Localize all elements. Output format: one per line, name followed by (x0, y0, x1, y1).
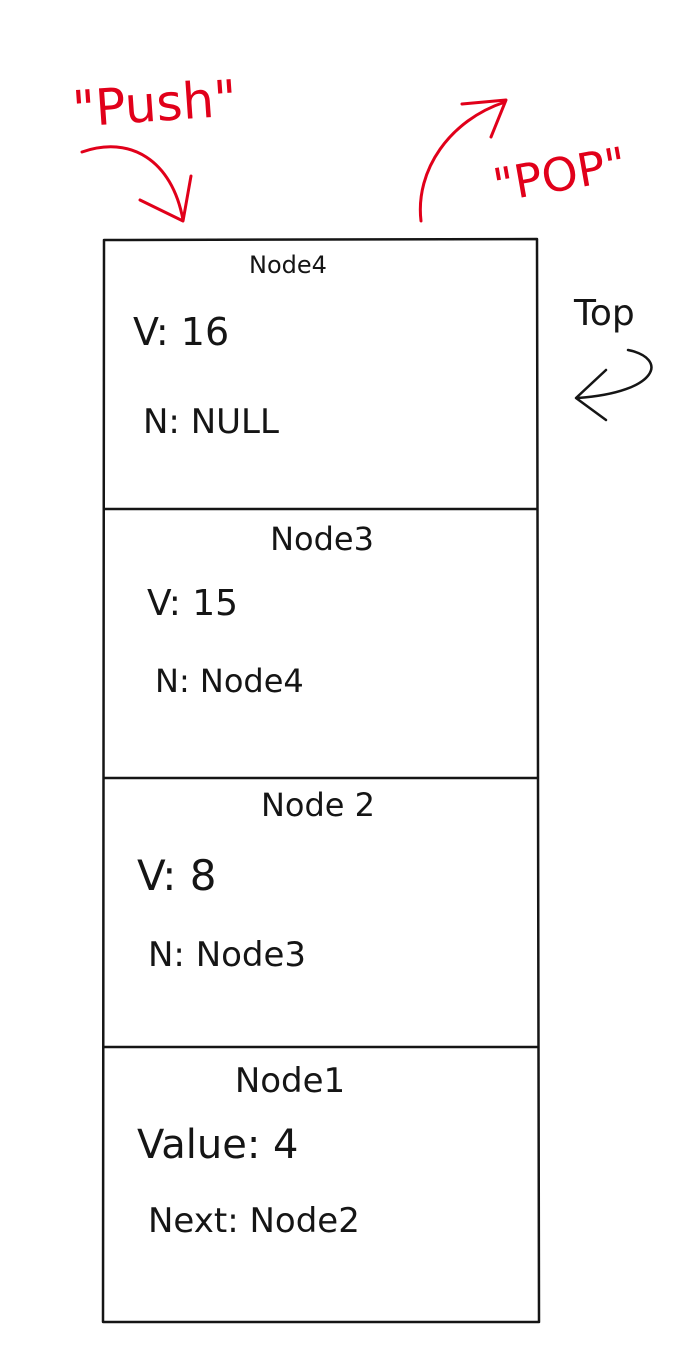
node-box-node1: Node1 Value: 4 Next: Node2 (137, 1061, 360, 1241)
push-arrow-icon (80, 145, 193, 223)
node-value: V: 15 (147, 583, 238, 624)
node-title: Node3 (270, 520, 374, 558)
node-title: Node1 (235, 1061, 345, 1101)
node-value: Value: 4 (137, 1122, 298, 1168)
node-box-node2: Node 2 V: 8 N: Node3 (137, 786, 375, 975)
node-value: V: 8 (137, 851, 217, 900)
stack-container (101, 237, 541, 1324)
node-title: Node 2 (261, 786, 375, 824)
node-box-node3: Node3 V: 15 N: Node4 (147, 520, 374, 700)
node-title: Node4 (249, 251, 327, 279)
node-next: N: NULL (143, 402, 279, 442)
top-label: Top (573, 293, 635, 334)
top-arrow-icon (574, 348, 653, 422)
push-label: "Push" (70, 69, 238, 138)
node-box-node4: Node4 V: 16 N: NULL (133, 251, 327, 442)
stack-outline (101, 237, 541, 1324)
node-next: N: Node3 (148, 935, 306, 975)
node-next: N: Node4 (155, 662, 304, 700)
node-value: V: 16 (133, 310, 229, 354)
pop-label: "POP" (489, 136, 630, 212)
pop-arrow-icon (418, 98, 508, 223)
node-next: Next: Node2 (148, 1201, 360, 1241)
